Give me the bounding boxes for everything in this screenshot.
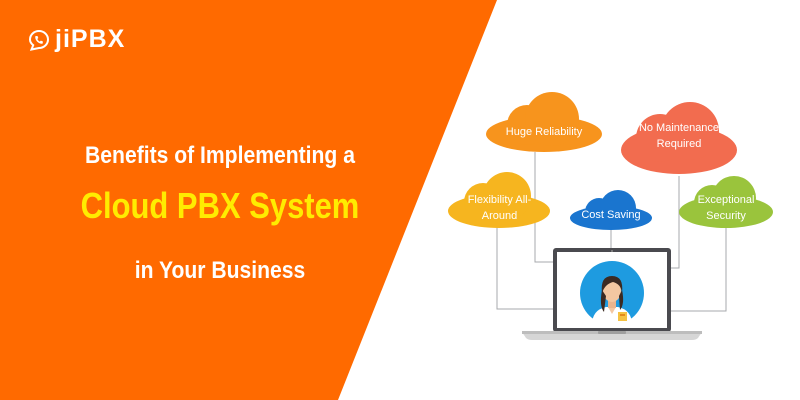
cloud-shape: [448, 172, 550, 228]
headline-line-1: Benefits of Implementing a: [85, 142, 355, 169]
brand-logo: jiPBX: [28, 27, 125, 52]
benefit-label: Exceptional Security: [697, 194, 755, 222]
brand-name: jiPBX: [55, 25, 126, 53]
benefit-cloud-no-maintenance: No Maintenance Required: [620, 98, 738, 176]
benefit-label: Cost Saving: [581, 209, 641, 221]
headline-highlight: Cloud PBX System: [80, 185, 360, 226]
phone-bubble-icon: [28, 29, 50, 51]
benefit-cloud-security: Exceptional Security: [678, 176, 774, 228]
benefit-cloud-cost-saving: Cost Saving: [569, 190, 653, 230]
headline-line-3: in Your Business: [134, 257, 306, 284]
cloud-shape: [570, 190, 652, 230]
benefit-cloud-huge-reliability: Huge Reliability: [485, 92, 603, 152]
benefit-label: Flexibility All-Around: [467, 194, 532, 222]
laptop-illustration: [522, 248, 702, 340]
cloud-shape: [679, 176, 773, 228]
benefit-cloud-flexibility: Flexibility All-Around: [447, 172, 552, 228]
benefit-label: Huge Reliability: [505, 126, 583, 138]
cloud-shape: [486, 92, 602, 152]
benefit-label: No Maintenance Required: [638, 122, 720, 150]
cloud-shape: [621, 102, 737, 174]
